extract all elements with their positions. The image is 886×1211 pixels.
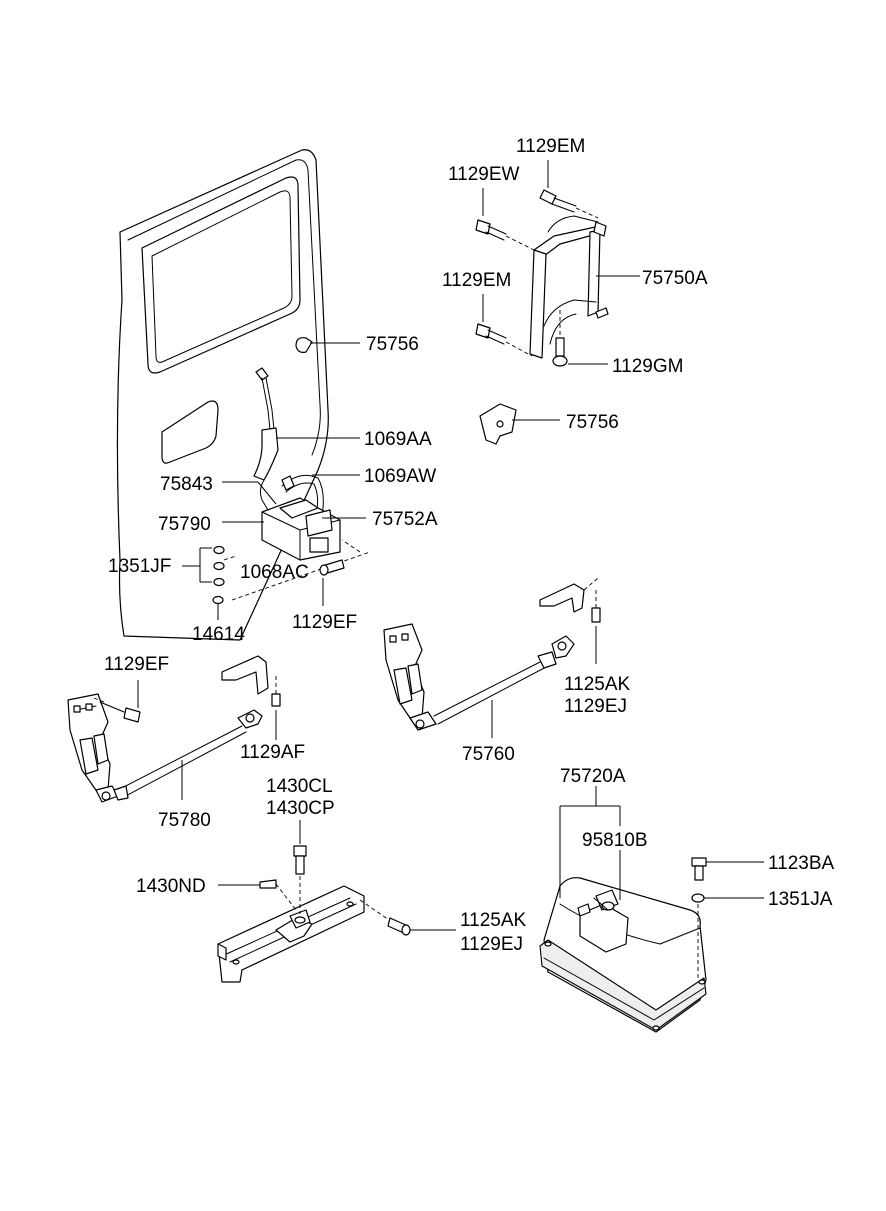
label-1129af: 1129AF <box>240 742 305 763</box>
label-75760: 75760 <box>462 744 515 765</box>
washer-stack-1351jf <box>182 545 237 620</box>
label-1430cp: 1430CP <box>266 798 335 819</box>
label-1129gm: 1129GM <box>612 356 683 377</box>
tank-75720a <box>539 786 707 1033</box>
bolt-1430cl <box>293 820 307 914</box>
bolt-1125ak-bottom <box>359 899 456 936</box>
label-1125ak-right: 1125AK <box>564 674 631 695</box>
label-1430nd: 1430ND <box>136 876 206 897</box>
label-1129ew: 1129EW <box>448 164 520 185</box>
bolt-1129ef-left <box>93 680 141 723</box>
bolt-1129ew <box>475 188 535 251</box>
screw-1068ac <box>231 539 371 606</box>
label-1125ak-bottom: 1125AK <box>460 910 527 931</box>
label-1430cl: 1430CL <box>266 776 333 797</box>
bolt-1123ba <box>691 857 764 881</box>
label-75843: 75843 <box>160 474 213 495</box>
hinge-rod-75760 <box>383 623 575 738</box>
label-1123ba: 1123BA <box>768 853 835 874</box>
bolt-1129em-mid <box>475 294 533 357</box>
label-75756-door: 75756 <box>366 334 419 355</box>
hinge-rod-75780 <box>67 693 263 803</box>
channel-bracket <box>217 885 365 983</box>
label-1069aw: 1069AW <box>364 466 436 487</box>
label-75780: 75780 <box>158 810 211 831</box>
label-1129ej-bottom: 1129EJ <box>460 934 523 955</box>
label-95810b: 95810B <box>582 830 648 851</box>
label-75750a: 75750A <box>642 268 708 289</box>
label-1129ej-right: 1129EJ <box>564 696 627 717</box>
pin-1430nd <box>218 879 297 911</box>
label-1129ef-left: 1129EF <box>104 654 169 675</box>
bracket-small-right <box>539 577 599 613</box>
label-75752a: 75752A <box>372 509 438 530</box>
bracket-small-left <box>221 655 269 695</box>
bolt-1129em-top <box>539 160 599 219</box>
label-1129em-top: 1129EM <box>516 136 585 157</box>
label-75756-right: 75756 <box>566 412 619 433</box>
label-1351jf: 1351JF <box>108 556 171 577</box>
plate-75756-right <box>479 403 560 445</box>
cable-1069aa <box>253 367 360 481</box>
label-1068ac: 1068AC <box>240 562 309 583</box>
bolt-1125ak-right <box>591 590 601 664</box>
label-1129ef-mid: 1129EF <box>292 612 357 633</box>
bolt-1129gm <box>552 310 608 367</box>
bracket-75750a <box>529 215 640 359</box>
latch-assembly-75790 <box>222 481 366 561</box>
label-75790: 75790 <box>158 514 211 535</box>
washer-1351ja <box>691 893 764 978</box>
label-75720a: 75720A <box>560 766 626 787</box>
label-1351ja: 1351JA <box>768 889 833 910</box>
cable-1069aw <box>259 474 360 517</box>
label-1129em-mid: 1129EM <box>442 270 511 291</box>
bolt-1129af <box>271 676 281 740</box>
clip-75756-door <box>295 337 360 353</box>
label-1069aa: 1069AA <box>364 429 432 450</box>
label-14614: 14614 <box>192 624 245 645</box>
